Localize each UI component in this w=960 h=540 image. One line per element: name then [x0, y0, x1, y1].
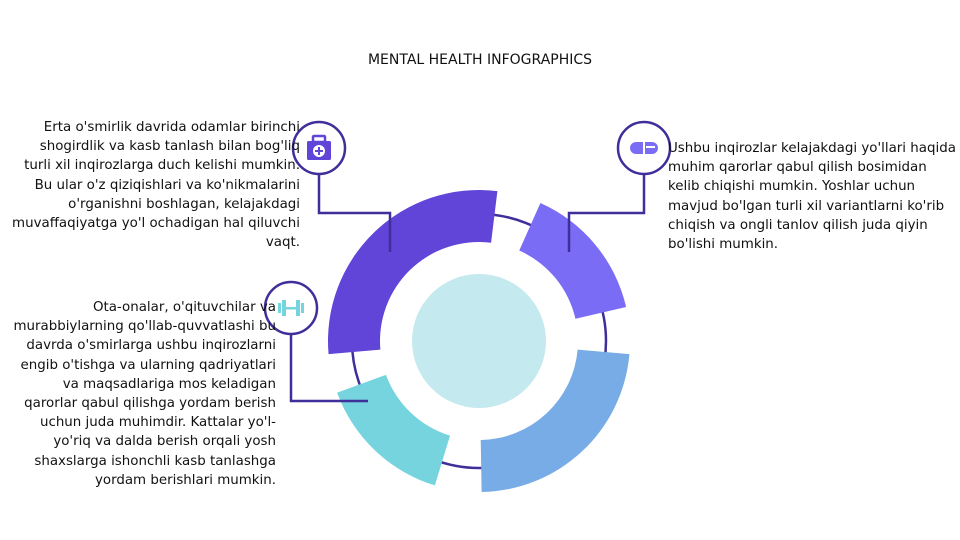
- text-block-pressure: Ushbu inqirozlar kelajakdagi yo'llari ha…: [668, 141, 956, 253]
- center-circle: [412, 274, 546, 408]
- page-title: MENTAL HEALTH INFOGRAPHICS: [367, 52, 593, 68]
- segment-light-purple: [519, 203, 627, 319]
- connector-line: [289, 335, 368, 403]
- medical-kit-icon: [291, 120, 347, 176]
- pill-icon: [616, 120, 672, 176]
- dumbbell-icon: [263, 280, 319, 336]
- text-block-early-adolescence: Erta o'smirlik davrida odamlar birinchi …: [12, 120, 300, 251]
- connector-line: [317, 175, 392, 252]
- segment-dark-purple: [328, 190, 498, 355]
- connector-line: [567, 175, 646, 252]
- segment-blue: [480, 349, 630, 492]
- segment-cyan: [337, 374, 451, 486]
- text-block-support: Ota-onalar, o'qituvchilar va murabbiylar…: [13, 300, 276, 488]
